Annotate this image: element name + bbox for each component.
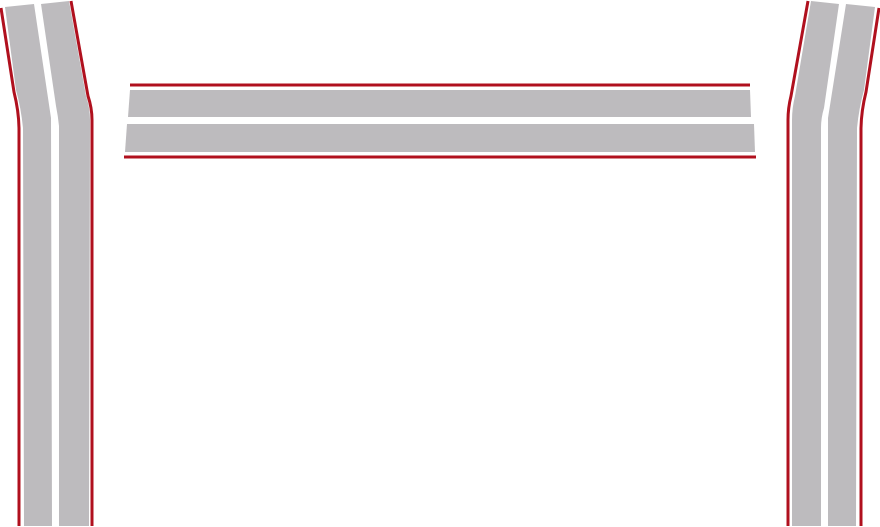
right-stripe-outer <box>828 4 875 526</box>
left-trim-inner-line <box>69 0 94 526</box>
left-trim-outer-line <box>0 7 21 526</box>
top-stripe-upper <box>128 90 751 117</box>
right-trim-inner-line <box>786 0 810 526</box>
horizontal-center-stripes <box>124 83 756 159</box>
right-trim-outer-line <box>859 7 880 526</box>
top-stripe-lower <box>125 124 755 152</box>
right-vertical-stripes <box>786 0 880 526</box>
left-vertical-stripes <box>0 0 94 526</box>
right-stripe-inner <box>792 1 839 526</box>
left-stripe-inner <box>41 1 90 526</box>
left-stripe-outer <box>5 4 52 526</box>
